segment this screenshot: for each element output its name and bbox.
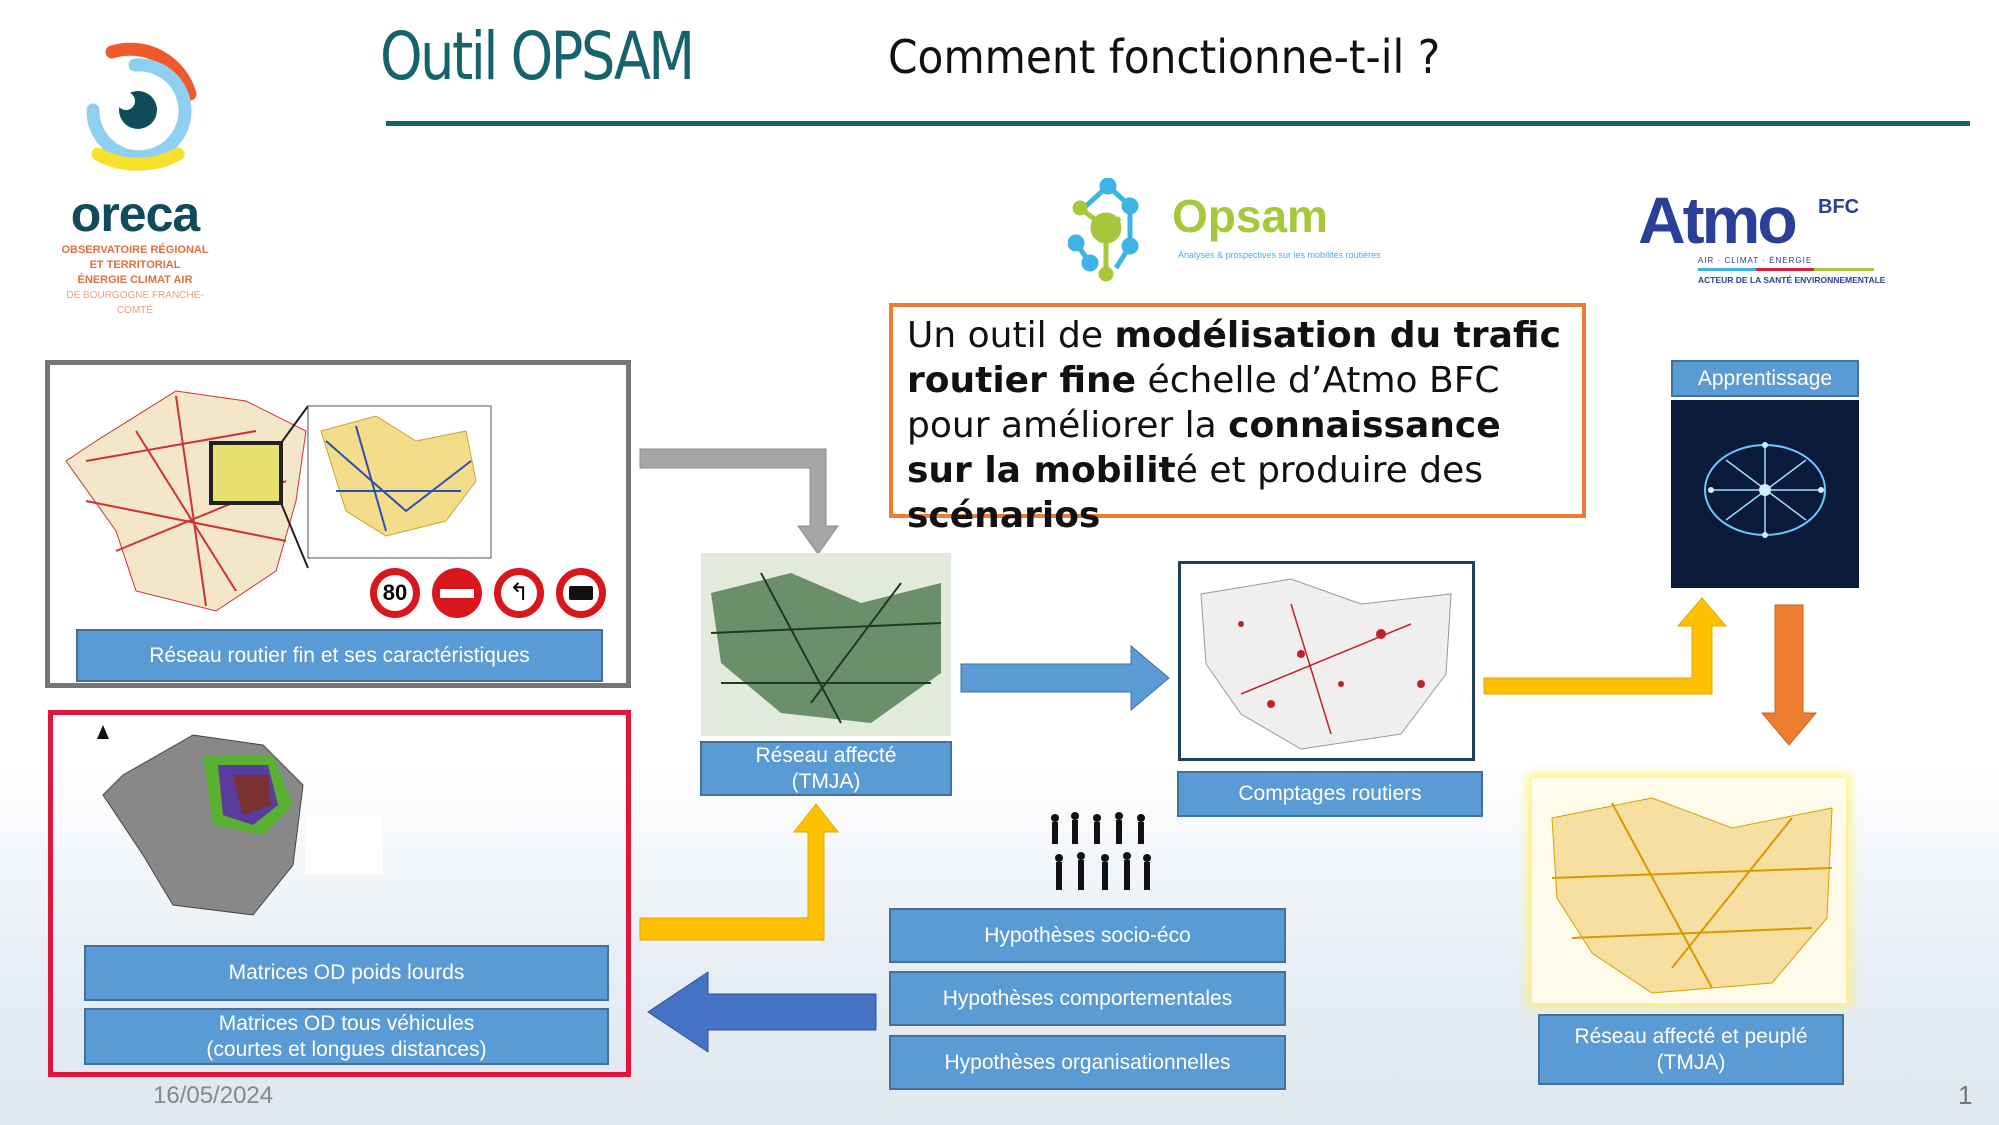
- road-signs: 80 ↰: [370, 568, 606, 618]
- oreca-logo: oreca OBSERVATOIRE RÉGIONAL ET TERRITORI…: [60, 38, 210, 316]
- od-heavy-label: Matrices OD poids lourds: [84, 945, 609, 1001]
- oreca-line: DE BOURGOGNE FRANCHE-COMTÉ: [66, 290, 204, 316]
- oreca-line: ÉNERGIE CLIMAT AIR: [77, 274, 193, 286]
- atmo-logo: Atmo BFC AIR · CLIMAT · ÉNERGIE ACTEUR D…: [1638, 183, 1885, 290]
- blue-arrow-left-icon: [647, 971, 877, 1053]
- atmo-tagline: AIR · CLIMAT · ÉNERGIE: [1698, 256, 1813, 265]
- hypothesis-socio-eco: Hypothèses socio-éco: [889, 908, 1286, 963]
- hypothesis-organizational: Hypothèses organisationnelles: [889, 1035, 1286, 1090]
- populated-network-map: [1551, 797, 1833, 994]
- page-title: Outil OPSAM: [380, 18, 695, 95]
- page-number: 1: [1958, 1080, 1973, 1110]
- road-counts-map: [1200, 578, 1452, 750]
- atmo-sup: BFC: [1818, 196, 1860, 218]
- od-all-label: Matrices OD tous véhicules(courtes et lo…: [84, 1008, 609, 1065]
- oreca-line: OBSERVATOIRE RÉGIONAL: [61, 244, 209, 256]
- no-trucks-sign-icon: [556, 568, 606, 618]
- ai-brain-image: [1671, 400, 1859, 588]
- page-subtitle: Comment fonctionne-t-il ?: [888, 30, 1441, 84]
- description-box: Un outil de modélisation du trafic routi…: [889, 303, 1586, 536]
- oreca-line: ET TERRITORIAL: [89, 259, 181, 271]
- yellow-arrow-up-right-icon: [1483, 597, 1728, 695]
- orange-arrow-down-icon: [1760, 604, 1818, 746]
- populated-map-frame: [1532, 778, 1846, 1003]
- atmo-color-bar: [1698, 268, 1874, 271]
- road-network-panel: 80 ↰ Réseau routier fin et ses caractéri…: [45, 360, 631, 688]
- opsam-network-icon: [1067, 177, 1139, 282]
- populated-network-label: Réseau affecté et peuplé(TMJA): [1538, 1014, 1844, 1085]
- yellow-arrow-up-icon: [639, 803, 840, 941]
- hypothesis-behavioral: Hypothèses comportementales: [889, 971, 1286, 1026]
- grey-arrow-icon: [639, 448, 839, 555]
- road-network-label: Réseau routier fin et ses caractéristiqu…: [76, 629, 603, 682]
- no-left-turn-sign-icon: ↰: [494, 568, 544, 618]
- opsam-tagline: Analyses & prospectives sur les mobilité…: [1178, 250, 1381, 260]
- oreca-swirl-icon: [86, 42, 197, 171]
- road-counts-label: Comptages routiers: [1177, 771, 1483, 817]
- no-entry-sign-icon: [432, 568, 482, 618]
- oreca-wordmark: oreca: [70, 186, 200, 242]
- opsam-logo: Opsam Analyses & prospectives sur les mo…: [1067, 177, 1408, 282]
- assigned-network-label: Réseau affecté(TMJA): [700, 741, 952, 796]
- france-road-map: [65, 390, 492, 612]
- blue-arrow-right-icon: [960, 644, 1170, 712]
- od-matrices-panel: Matrices OD poids lourds Matrices OD tou…: [48, 710, 631, 1077]
- atmo-slogan: ACTEUR DE LA SANTÉ ENVIRONNEMENTALE: [1698, 275, 1886, 285]
- people-silhouettes-icon: [1051, 812, 1151, 890]
- speed-limit-sign-icon: 80: [370, 568, 420, 618]
- assigned-network-map: [701, 553, 951, 736]
- opsam-wordmark: Opsam: [1172, 190, 1328, 242]
- france-od-map: [97, 725, 383, 916]
- counts-map-frame: [1178, 561, 1475, 761]
- atmo-wordmark: Atmo: [1638, 183, 1798, 257]
- date: 16/05/2024: [153, 1082, 274, 1109]
- learning-label: Apprentissage: [1671, 360, 1859, 397]
- title-divider: [386, 121, 1970, 126]
